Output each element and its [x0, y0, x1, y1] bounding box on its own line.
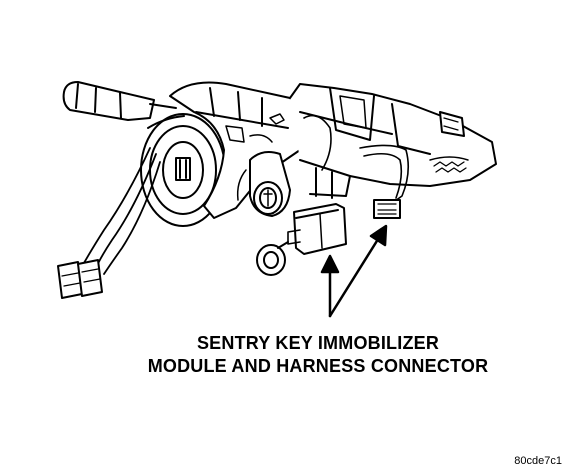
- key-ring: [256, 241, 289, 276]
- caption-line-2: MODULE AND HARNESS CONNECTOR: [147, 356, 489, 376]
- immobilizer-module: [287, 203, 347, 255]
- switch-stalk: [62, 81, 177, 121]
- figure-code: 80cde7c1: [514, 455, 562, 467]
- ignition-lock-cylinder: [236, 151, 291, 217]
- column-bracket: [289, 83, 497, 199]
- harness-wires: [303, 114, 410, 207]
- harness-connector: [373, 199, 401, 219]
- caption-line-1: SENTRY KEY IMMOBILIZER: [196, 333, 440, 353]
- pigtail-connectors: [57, 259, 103, 299]
- column-housing: [169, 81, 305, 219]
- callout-arrows: [320, 224, 388, 318]
